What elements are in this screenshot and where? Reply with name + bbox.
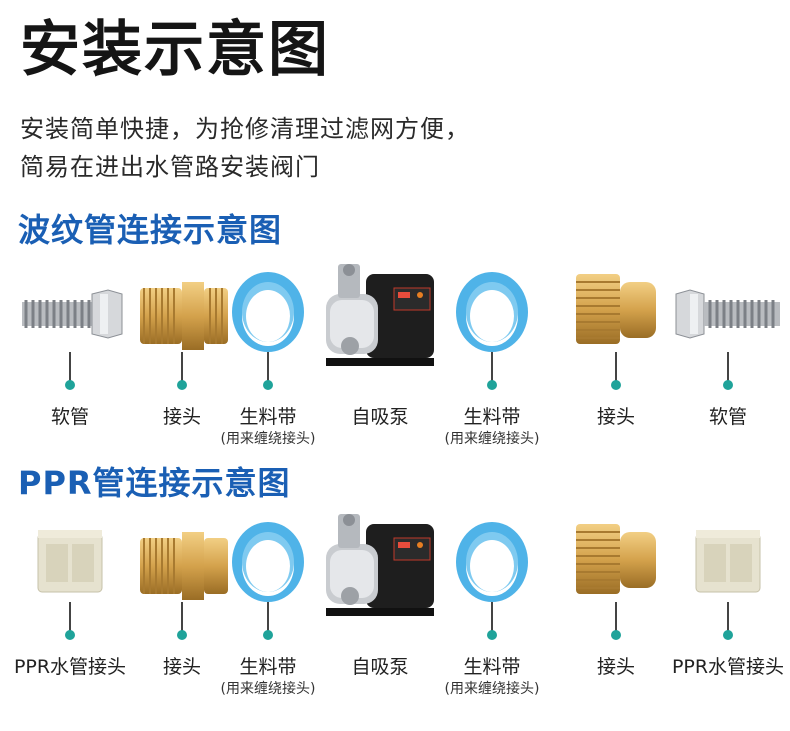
ptfe-tape-icon: [208, 510, 328, 610]
component-fitting: 接头: [556, 510, 676, 700]
component-ppr-connector: PPR水管接头: [668, 510, 788, 700]
ptfe-tape-icon: [432, 260, 552, 360]
component-label: 生料带: [463, 656, 521, 678]
connector-line: [181, 352, 183, 382]
connector-line: [727, 602, 729, 632]
component-sublabel: (用来缠绕接头): [444, 431, 540, 447]
component-label: 接头: [162, 406, 201, 428]
component-label: 生料带: [239, 656, 297, 678]
marker-dot: [65, 380, 75, 390]
component-hose: 软管: [668, 260, 788, 450]
page-title: 安装示意图: [20, 15, 330, 85]
marker-dot: [723, 630, 733, 640]
component-sublabel: (用来缠绕接头): [220, 681, 316, 697]
brass-fitting-icon: [122, 510, 242, 610]
marker-dot: [611, 380, 621, 390]
ppr-connection-row: PPR水管接头 接头: [0, 510, 790, 710]
marker-dot: [611, 630, 621, 640]
component-label: PPR水管接头: [13, 656, 127, 678]
marker-dot: [487, 630, 497, 640]
component-fitting: 接头: [122, 510, 242, 700]
component-sublabel: (用来缠绕接头): [220, 431, 316, 447]
connector-line: [615, 602, 617, 632]
corrugated-hose-icon: [10, 260, 130, 360]
component-label: 自吸泵: [351, 656, 409, 678]
connector-line: [491, 602, 493, 632]
ppr-connector-icon: [668, 510, 788, 610]
component-label: 接头: [162, 656, 201, 678]
marker-dot: [263, 630, 273, 640]
component-tape: 生料带 (用来缠绕接头): [432, 510, 552, 700]
brass-fitting-icon: [122, 260, 242, 360]
corrugated-hose-icon: [668, 260, 788, 360]
ptfe-tape-icon: [432, 510, 552, 610]
component-label: 自吸泵: [351, 406, 409, 428]
component-tape: 生料带 (用来缠绕接头): [432, 260, 552, 450]
marker-dot: [177, 380, 187, 390]
component-label: 接头: [596, 406, 635, 428]
component-label: 生料带: [463, 406, 521, 428]
component-label: 生料带: [239, 406, 297, 428]
section-title-ppr: PPR管连接示意图: [18, 464, 291, 502]
component-label: PPR水管接头: [671, 656, 785, 678]
component-fitting: 接头: [556, 260, 676, 450]
component-ppr-connector: PPR水管接头: [10, 510, 130, 700]
component-label: 软管: [708, 406, 747, 428]
connector-line: [181, 602, 183, 632]
connector-line: [727, 352, 729, 382]
connector-line: [491, 352, 493, 382]
component-label: 软管: [50, 406, 89, 428]
component-pump: 自吸泵: [320, 260, 440, 450]
connector-line: [267, 602, 269, 632]
connector-line: [615, 352, 617, 382]
component-fitting: 接头: [122, 260, 242, 450]
section-title-corrugated: 波纹管连接示意图: [18, 211, 283, 249]
component-pump: 自吸泵: [320, 510, 440, 700]
marker-dot: [177, 630, 187, 640]
ptfe-tape-icon: [208, 260, 328, 360]
pump-icon: [320, 254, 440, 374]
component-tape: 生料带 (用来缠绕接头): [208, 510, 328, 700]
marker-dot: [487, 380, 497, 390]
description-line-2: 简易在进出水管路安装阀门: [20, 153, 320, 181]
marker-dot: [263, 380, 273, 390]
marker-dot: [65, 630, 75, 640]
corrugated-connection-row: 软管: [0, 260, 790, 450]
connector-line: [267, 352, 269, 382]
component-hose: 软管: [10, 260, 130, 450]
pump-icon: [320, 504, 440, 624]
component-tape: 生料带 (用来缠绕接头): [208, 260, 328, 450]
ppr-connector-icon: [10, 510, 130, 610]
connector-line: [69, 602, 71, 632]
description: 安装简单快捷，为抢修清理过滤网方便， 简易在进出水管路安装阀门: [20, 110, 470, 186]
description-line-1: 安装简单快捷，为抢修清理过滤网方便，: [20, 115, 470, 143]
brass-fitting-icon: [556, 510, 676, 610]
brass-fitting-icon: [556, 260, 676, 360]
connector-line: [69, 352, 71, 382]
component-sublabel: (用来缠绕接头): [444, 681, 540, 697]
component-label: 接头: [596, 656, 635, 678]
marker-dot: [723, 380, 733, 390]
